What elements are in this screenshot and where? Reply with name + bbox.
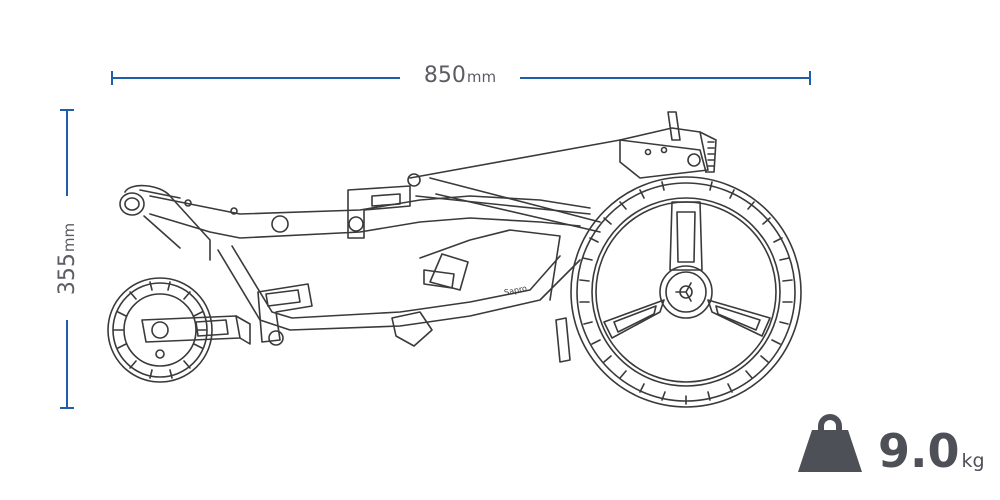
- height-dimension-line: [60, 109, 74, 409]
- weight-unit: kg: [961, 450, 985, 472]
- length-value: 850: [423, 63, 466, 88]
- height-label: 355mm: [53, 189, 83, 329]
- front-wheel: [107, 277, 213, 383]
- weight-icon: [798, 414, 862, 472]
- height-value: 355: [55, 253, 80, 296]
- length-dimension-line: [111, 71, 811, 85]
- weight-value: 9.0: [878, 424, 960, 478]
- length-unit: mm: [466, 68, 497, 86]
- height-unit: mm: [60, 222, 78, 253]
- length-label: 850mm: [398, 63, 522, 88]
- golf-trolley-drawing: [107, 111, 802, 408]
- rear-wheel: [570, 176, 802, 408]
